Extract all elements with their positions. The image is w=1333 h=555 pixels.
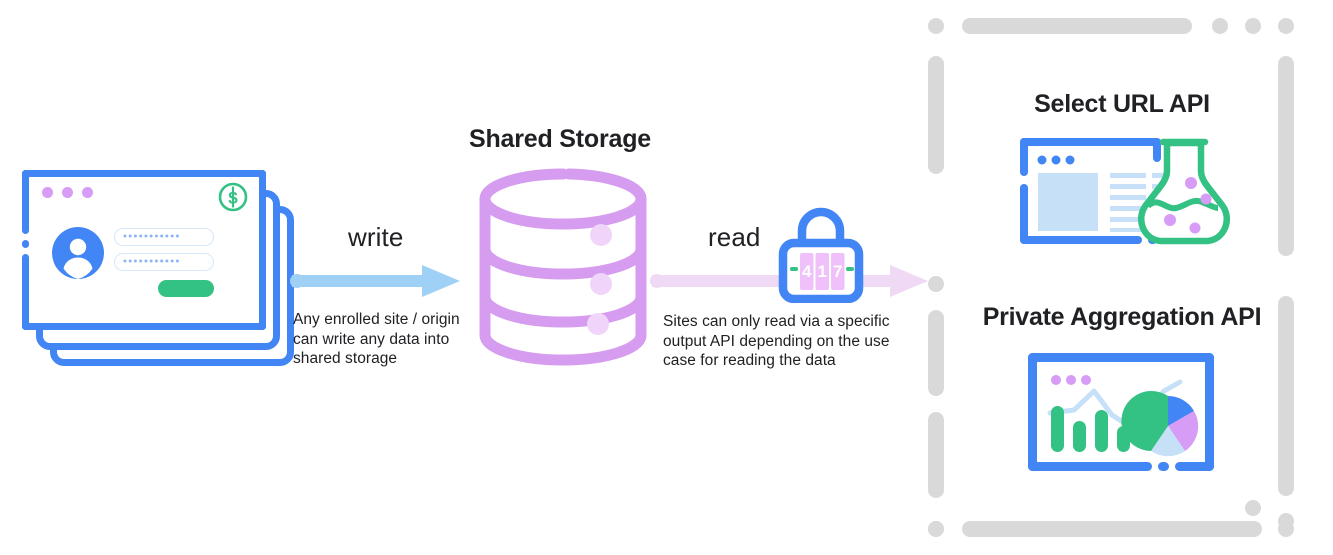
input-field-password[interactable]: ••••••••••• xyxy=(114,253,214,271)
panel-border-right-dash-2 xyxy=(1278,296,1294,496)
window-dot-2 xyxy=(62,187,73,198)
window-border-top xyxy=(22,170,266,177)
panel-border-top-dash xyxy=(962,18,1192,34)
panel-border-bottom-dot-left xyxy=(928,521,944,537)
window-border-left-lower xyxy=(22,254,29,330)
shared-storage-node: Shared Storage xyxy=(455,125,665,370)
database-cylinder-icon xyxy=(479,168,647,366)
panel-border-left-dash-1 xyxy=(928,56,944,174)
window-dot-3 xyxy=(82,187,93,198)
window-traffic-lights xyxy=(42,187,93,198)
write-arrow-icon xyxy=(290,265,460,297)
output-apis-panel: Select URL API xyxy=(920,8,1324,546)
panel-border-left-dash-3 xyxy=(928,412,944,498)
panel-border-top-dot-left xyxy=(928,18,944,34)
read-caption: Sites can only read via a specific outpu… xyxy=(663,313,890,369)
window-border-left-dot xyxy=(22,240,29,248)
input-masked-value: ••••••••••• xyxy=(123,255,181,268)
combination-padlock-icon: 4 1 7 xyxy=(778,203,864,304)
window-dot-1 xyxy=(42,187,53,198)
window-border-bottom xyxy=(22,323,266,330)
dial-digit-1: 4 xyxy=(802,262,812,281)
user-avatar-icon xyxy=(52,227,104,279)
chart-dashboard-icon xyxy=(1028,353,1233,478)
dial-digit-3: 7 xyxy=(833,262,842,281)
window-border-left-upper xyxy=(22,170,29,234)
select-url-api-title: Select URL API xyxy=(1034,90,1210,118)
read-label: read xyxy=(708,222,761,252)
panel-border-top-dot-1 xyxy=(1212,18,1228,34)
submit-button[interactable] xyxy=(158,280,214,297)
browser-flask-icon xyxy=(1020,138,1235,253)
panel-border-left-dash-2 xyxy=(928,310,944,396)
dial-digit-2: 1 xyxy=(817,262,826,281)
publisher-sites-illustration: $ ••••••••••• ••••••••••• xyxy=(14,166,304,366)
panel-border-top-dot-2 xyxy=(1245,18,1261,34)
input-field-username[interactable]: ••••••••••• xyxy=(114,228,214,246)
browser-window-front: $ ••••••••••• ••••••••••• xyxy=(22,170,266,330)
dollar-circle-icon: $ xyxy=(217,181,249,213)
panel-border-right-mid-dot xyxy=(1245,500,1261,516)
window-border-right xyxy=(259,170,266,330)
panel-border-bottom-dash xyxy=(962,521,1262,537)
write-label: write xyxy=(348,222,404,252)
write-caption: Any enrolled site / origin can write any… xyxy=(293,311,460,367)
panel-border-right-dash-1 xyxy=(1278,56,1294,256)
shared-storage-title: Shared Storage xyxy=(469,125,651,153)
input-masked-value: ••••••••••• xyxy=(123,230,181,243)
panel-border-bottom-dot-1 xyxy=(1278,521,1294,537)
panel-border-left-dot-1 xyxy=(928,276,944,292)
private-aggregation-api-title: Private Aggregation API xyxy=(982,303,1262,331)
panel-border-top-dot-3 xyxy=(1278,18,1294,34)
